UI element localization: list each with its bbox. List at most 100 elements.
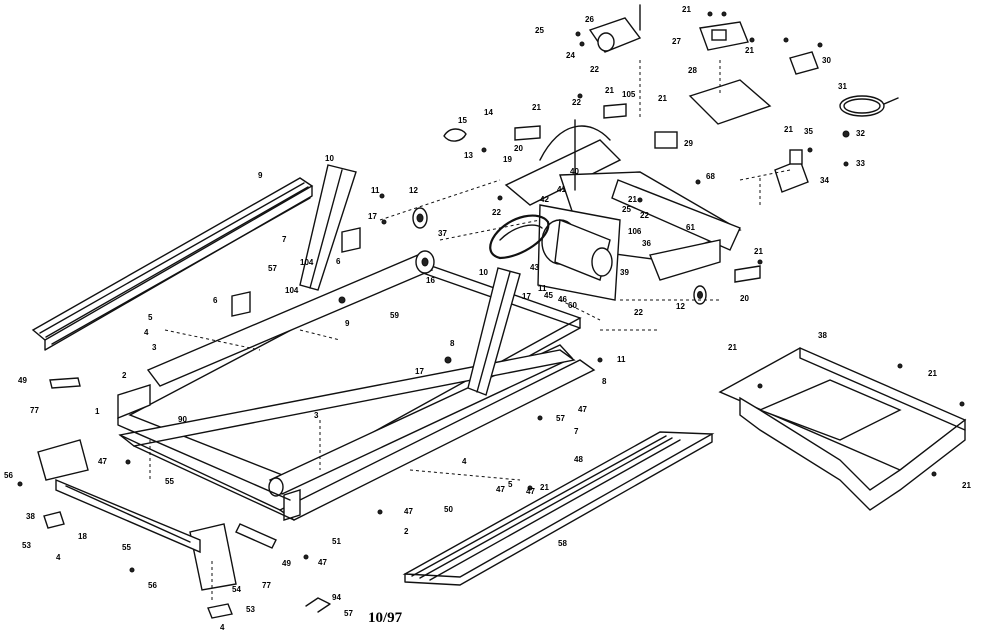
callout-4: 4 — [144, 328, 149, 337]
callout-104: 104 — [300, 258, 314, 267]
callout-104: 104 — [285, 286, 299, 295]
callout-34: 34 — [820, 176, 829, 185]
callout-22: 22 — [634, 308, 643, 317]
callout-37: 37 — [438, 229, 447, 238]
callout-56: 56 — [4, 471, 13, 480]
callout-19: 19 — [503, 155, 512, 164]
callout-35: 35 — [804, 127, 813, 136]
callout-8: 8 — [602, 377, 607, 386]
power-cord — [839, 95, 899, 117]
callout-21: 21 — [754, 247, 763, 256]
callout-3: 3 — [314, 411, 319, 420]
callout-5: 5 — [148, 313, 153, 322]
callout-21: 21 — [962, 481, 971, 490]
callout-9: 9 — [345, 319, 350, 328]
callout-42: 42 — [540, 195, 549, 204]
callout-25: 25 — [622, 205, 631, 214]
callout-3: 3 — [152, 343, 157, 352]
callout-29: 29 — [684, 139, 693, 148]
callout-14: 14 — [484, 108, 493, 117]
base-frame — [117, 349, 596, 521]
drive-belt — [489, 214, 550, 260]
callout-20: 20 — [740, 294, 749, 303]
callout-105: 105 — [622, 90, 636, 99]
callout-4: 4 — [220, 623, 225, 632]
callout-7: 7 — [282, 235, 287, 244]
circuit-breaker-bracket — [774, 149, 809, 193]
callout-28: 28 — [688, 66, 697, 75]
callout-22: 22 — [492, 208, 501, 217]
callout-6: 6 — [213, 296, 218, 305]
callout-20: 20 — [514, 144, 523, 153]
callout-21: 21 — [928, 369, 937, 378]
callout-56: 56 — [148, 581, 157, 590]
callout-30: 30 — [822, 56, 831, 65]
callout-10: 10 — [479, 268, 488, 277]
callout-39: 39 — [620, 268, 629, 277]
callout-7: 7 — [574, 427, 579, 436]
roller-bracket-right — [341, 227, 361, 253]
callout-6: 6 — [336, 257, 341, 266]
callout-53: 53 — [246, 605, 255, 614]
callout-32: 32 — [856, 129, 865, 138]
callout-47: 47 — [98, 457, 107, 466]
callout-45: 45 — [544, 291, 553, 300]
callout-12: 12 — [676, 302, 685, 311]
callout-8: 8 — [450, 339, 455, 348]
callout-49: 49 — [18, 376, 27, 385]
callout-47: 47 — [578, 405, 587, 414]
right-upright — [467, 267, 521, 396]
callout-15: 15 — [458, 116, 467, 125]
callout-9: 9 — [258, 171, 263, 180]
callout-48: 48 — [574, 455, 583, 464]
callout-60: 60 — [568, 301, 577, 310]
callout-21: 21 — [605, 86, 614, 95]
drive-motor — [537, 204, 621, 301]
callout-50: 50 — [444, 505, 453, 514]
callout-47: 47 — [496, 485, 505, 494]
callout-61: 61 — [686, 223, 695, 232]
assembly-guide-lines — [149, 60, 791, 600]
callout-53: 53 — [22, 541, 31, 550]
callout-21: 21 — [682, 5, 691, 14]
callout-12: 12 — [409, 186, 418, 195]
clip-94 — [305, 597, 331, 613]
callout-33: 33 — [856, 159, 865, 168]
callout-17: 17 — [368, 212, 377, 221]
callout-90: 90 — [178, 415, 187, 424]
callout-31: 31 — [838, 82, 847, 91]
callout-21: 21 — [784, 125, 793, 134]
callout-55: 55 — [122, 543, 131, 552]
callout-40: 40 — [570, 167, 579, 176]
front-end-cap — [37, 439, 237, 591]
callout-13: 13 — [464, 151, 473, 160]
callout-46: 46 — [558, 295, 567, 304]
callout-21: 21 — [628, 195, 637, 204]
callout-106: 106 — [628, 227, 642, 236]
callout-11: 11 — [538, 284, 547, 293]
callout-22: 22 — [640, 211, 649, 220]
callout-21: 21 — [658, 94, 667, 103]
callout-36: 36 — [642, 239, 651, 248]
callout-11: 11 — [617, 355, 626, 364]
hardware-screws — [17, 11, 965, 573]
callout-59: 59 — [390, 311, 399, 320]
callout-1: 1 — [95, 407, 100, 416]
callout-10: 10 — [325, 154, 334, 163]
callout-4: 4 — [56, 553, 61, 562]
callout-2: 2 — [404, 527, 409, 536]
callout-58: 58 — [558, 539, 567, 548]
callout-22: 22 — [590, 65, 599, 74]
left-side-rail — [31, 177, 314, 351]
base-cover — [718, 347, 967, 511]
callout-57: 57 — [556, 414, 565, 423]
callout-21: 21 — [540, 483, 549, 492]
end-cap-bar-49 — [49, 377, 277, 549]
callout-43: 43 — [530, 263, 539, 272]
callout-5: 5 — [508, 480, 513, 489]
right-side-rail — [402, 431, 715, 586]
callout-54: 54 — [232, 585, 241, 594]
callout-47: 47 — [526, 487, 535, 496]
